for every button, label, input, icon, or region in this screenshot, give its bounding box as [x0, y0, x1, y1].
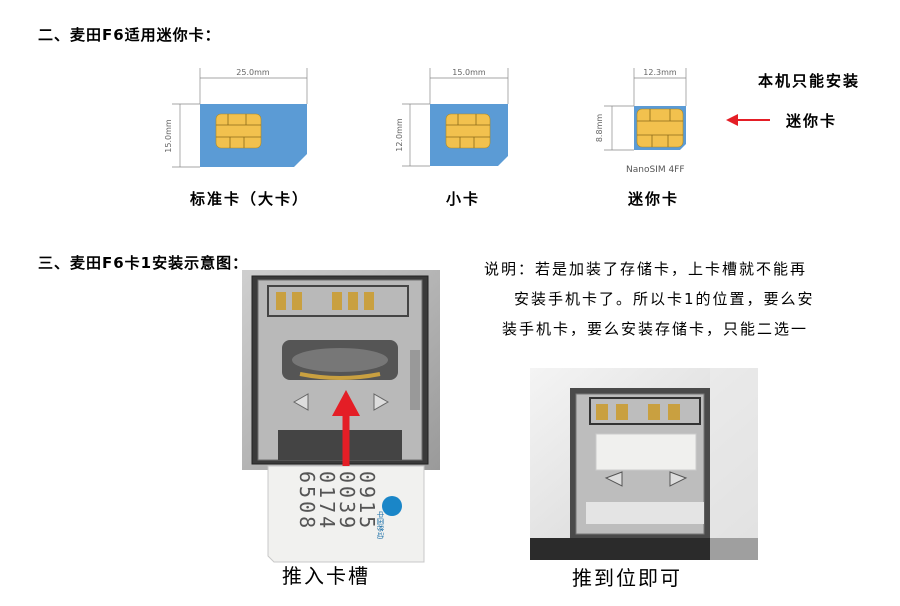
- photo-card-seated: [530, 368, 758, 560]
- explanation-line-2: 安装手机卡了。所以卡1的位置，要么安: [514, 290, 815, 308]
- sim-chip: [445, 113, 491, 149]
- explanation: 说明：若是加装了存储卡，上卡槽就不能再 安装手机卡了。所以卡1的位置，要么安 装…: [484, 254, 894, 344]
- explanation-line-3: 装手机卡，要么安装存储卡，只能二选一: [502, 320, 809, 338]
- red-arrow-left-icon: [726, 114, 770, 126]
- sim-chip: [636, 108, 684, 148]
- card-number-block: 0915 0039 0174 6508: [295, 471, 379, 532]
- micro-card-label: 小卡: [446, 190, 481, 208]
- nano-card-label: 迷你卡: [628, 190, 680, 208]
- sim-chip: [215, 113, 262, 149]
- nano-sim-diagram: 12.3mm 8.8mm NanoSIM 4FF: [595, 68, 687, 175]
- nano-height-label: 8.8mm: [595, 114, 604, 143]
- micro-width-label: 15.0mm: [452, 68, 486, 77]
- carrier-logo-text: 中国移动: [376, 511, 384, 539]
- micro-sim-diagram: 15.0mm 12.0mm: [395, 68, 509, 167]
- section-2-title: 二、麦田F6适用迷你卡：: [38, 26, 221, 44]
- standard-width-label: 25.0mm: [236, 68, 270, 77]
- standard-height-label: 15.0mm: [164, 119, 173, 153]
- nano-width-label: 12.3mm: [643, 68, 677, 77]
- explanation-line-1: 说明：若是加装了存储卡，上卡槽就不能再: [484, 260, 808, 278]
- section-3-title: 三、麦田F6卡1安装示意图：: [38, 254, 249, 272]
- micro-height-label: 12.0mm: [395, 118, 404, 152]
- photo2-caption: 推到位即可: [572, 566, 682, 590]
- nano-sub-label: NanoSIM 4FF: [626, 165, 685, 175]
- standard-card-label: 标准卡（大卡）: [190, 190, 310, 208]
- photo-insert-card: [242, 270, 440, 563]
- side-note-line2: 迷你卡: [786, 112, 838, 130]
- standard-sim-diagram: 25.0mm 15.0mm: [164, 68, 308, 168]
- photo1-caption: 推入卡槽: [282, 564, 370, 588]
- side-note-line1: 本机只能安装: [758, 72, 861, 90]
